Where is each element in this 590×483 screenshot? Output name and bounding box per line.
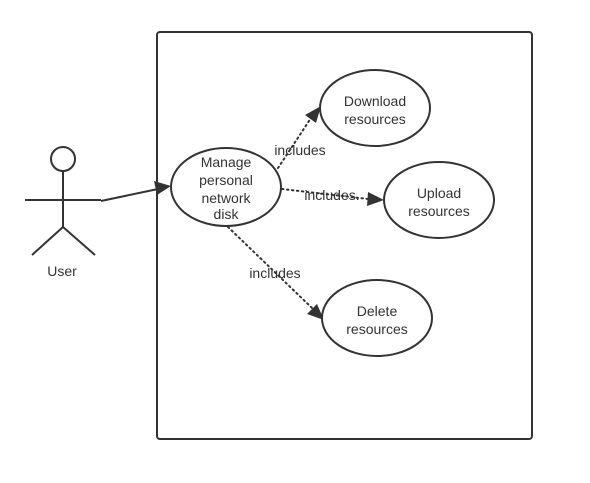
- include-label-upload: includes.: [304, 187, 359, 203]
- use-case-manage-ellipse: [170, 147, 282, 227]
- include-line-upload: [281, 188, 369, 200]
- use-case-download: Download resources: [319, 69, 431, 147]
- use-case-download-line-1: Download: [344, 93, 406, 109]
- association-user-manage: [100, 181, 171, 202]
- actor-left-leg: [31, 226, 64, 256]
- actor-right-leg: [62, 226, 96, 256]
- use-case-upload: Upload resources: [383, 161, 495, 239]
- use-case-delete: Delete resources: [321, 279, 433, 357]
- use-case-download-line-2: resources: [344, 111, 405, 127]
- include-upload: includes.: [281, 187, 384, 206]
- use-case-upload-ellipse: [383, 161, 495, 239]
- use-case-manage-line-1: Manage: [201, 154, 252, 170]
- use-case-delete-line-2: resources: [346, 321, 407, 337]
- use-case-download-ellipse: [319, 69, 431, 147]
- include-line-download: [277, 117, 312, 169]
- actor-head: [50, 146, 76, 172]
- use-case-manage: Manage personal network disk: [170, 147, 282, 227]
- system-boundary: [156, 31, 533, 440]
- use-case-delete-ellipse: [321, 279, 433, 357]
- include-delete: includes: [227, 226, 324, 320]
- use-case-upload-line-2: resources: [408, 203, 469, 219]
- include-arrowhead-delete: [307, 304, 324, 320]
- actor-user: User: [25, 146, 101, 279]
- use-case-upload-line-1: Upload: [417, 185, 461, 201]
- include-label-delete: includes: [249, 265, 300, 281]
- use-case-manage-line-3: network: [201, 190, 251, 206]
- use-case-manage-line-4: disk: [214, 206, 240, 222]
- include-arrowhead-download: [305, 106, 321, 123]
- include-download: includes: [274, 106, 326, 169]
- actor-label: User: [47, 263, 77, 279]
- association-arrowhead: [154, 181, 171, 195]
- use-case-delete-line-1: Delete: [357, 303, 398, 319]
- include-label-download: includes: [274, 142, 325, 158]
- include-line-delete: [227, 226, 313, 309]
- use-case-manage-line-2: personal: [199, 172, 253, 188]
- include-arrowhead-upload: [367, 192, 384, 206]
- association-line: [100, 188, 159, 202]
